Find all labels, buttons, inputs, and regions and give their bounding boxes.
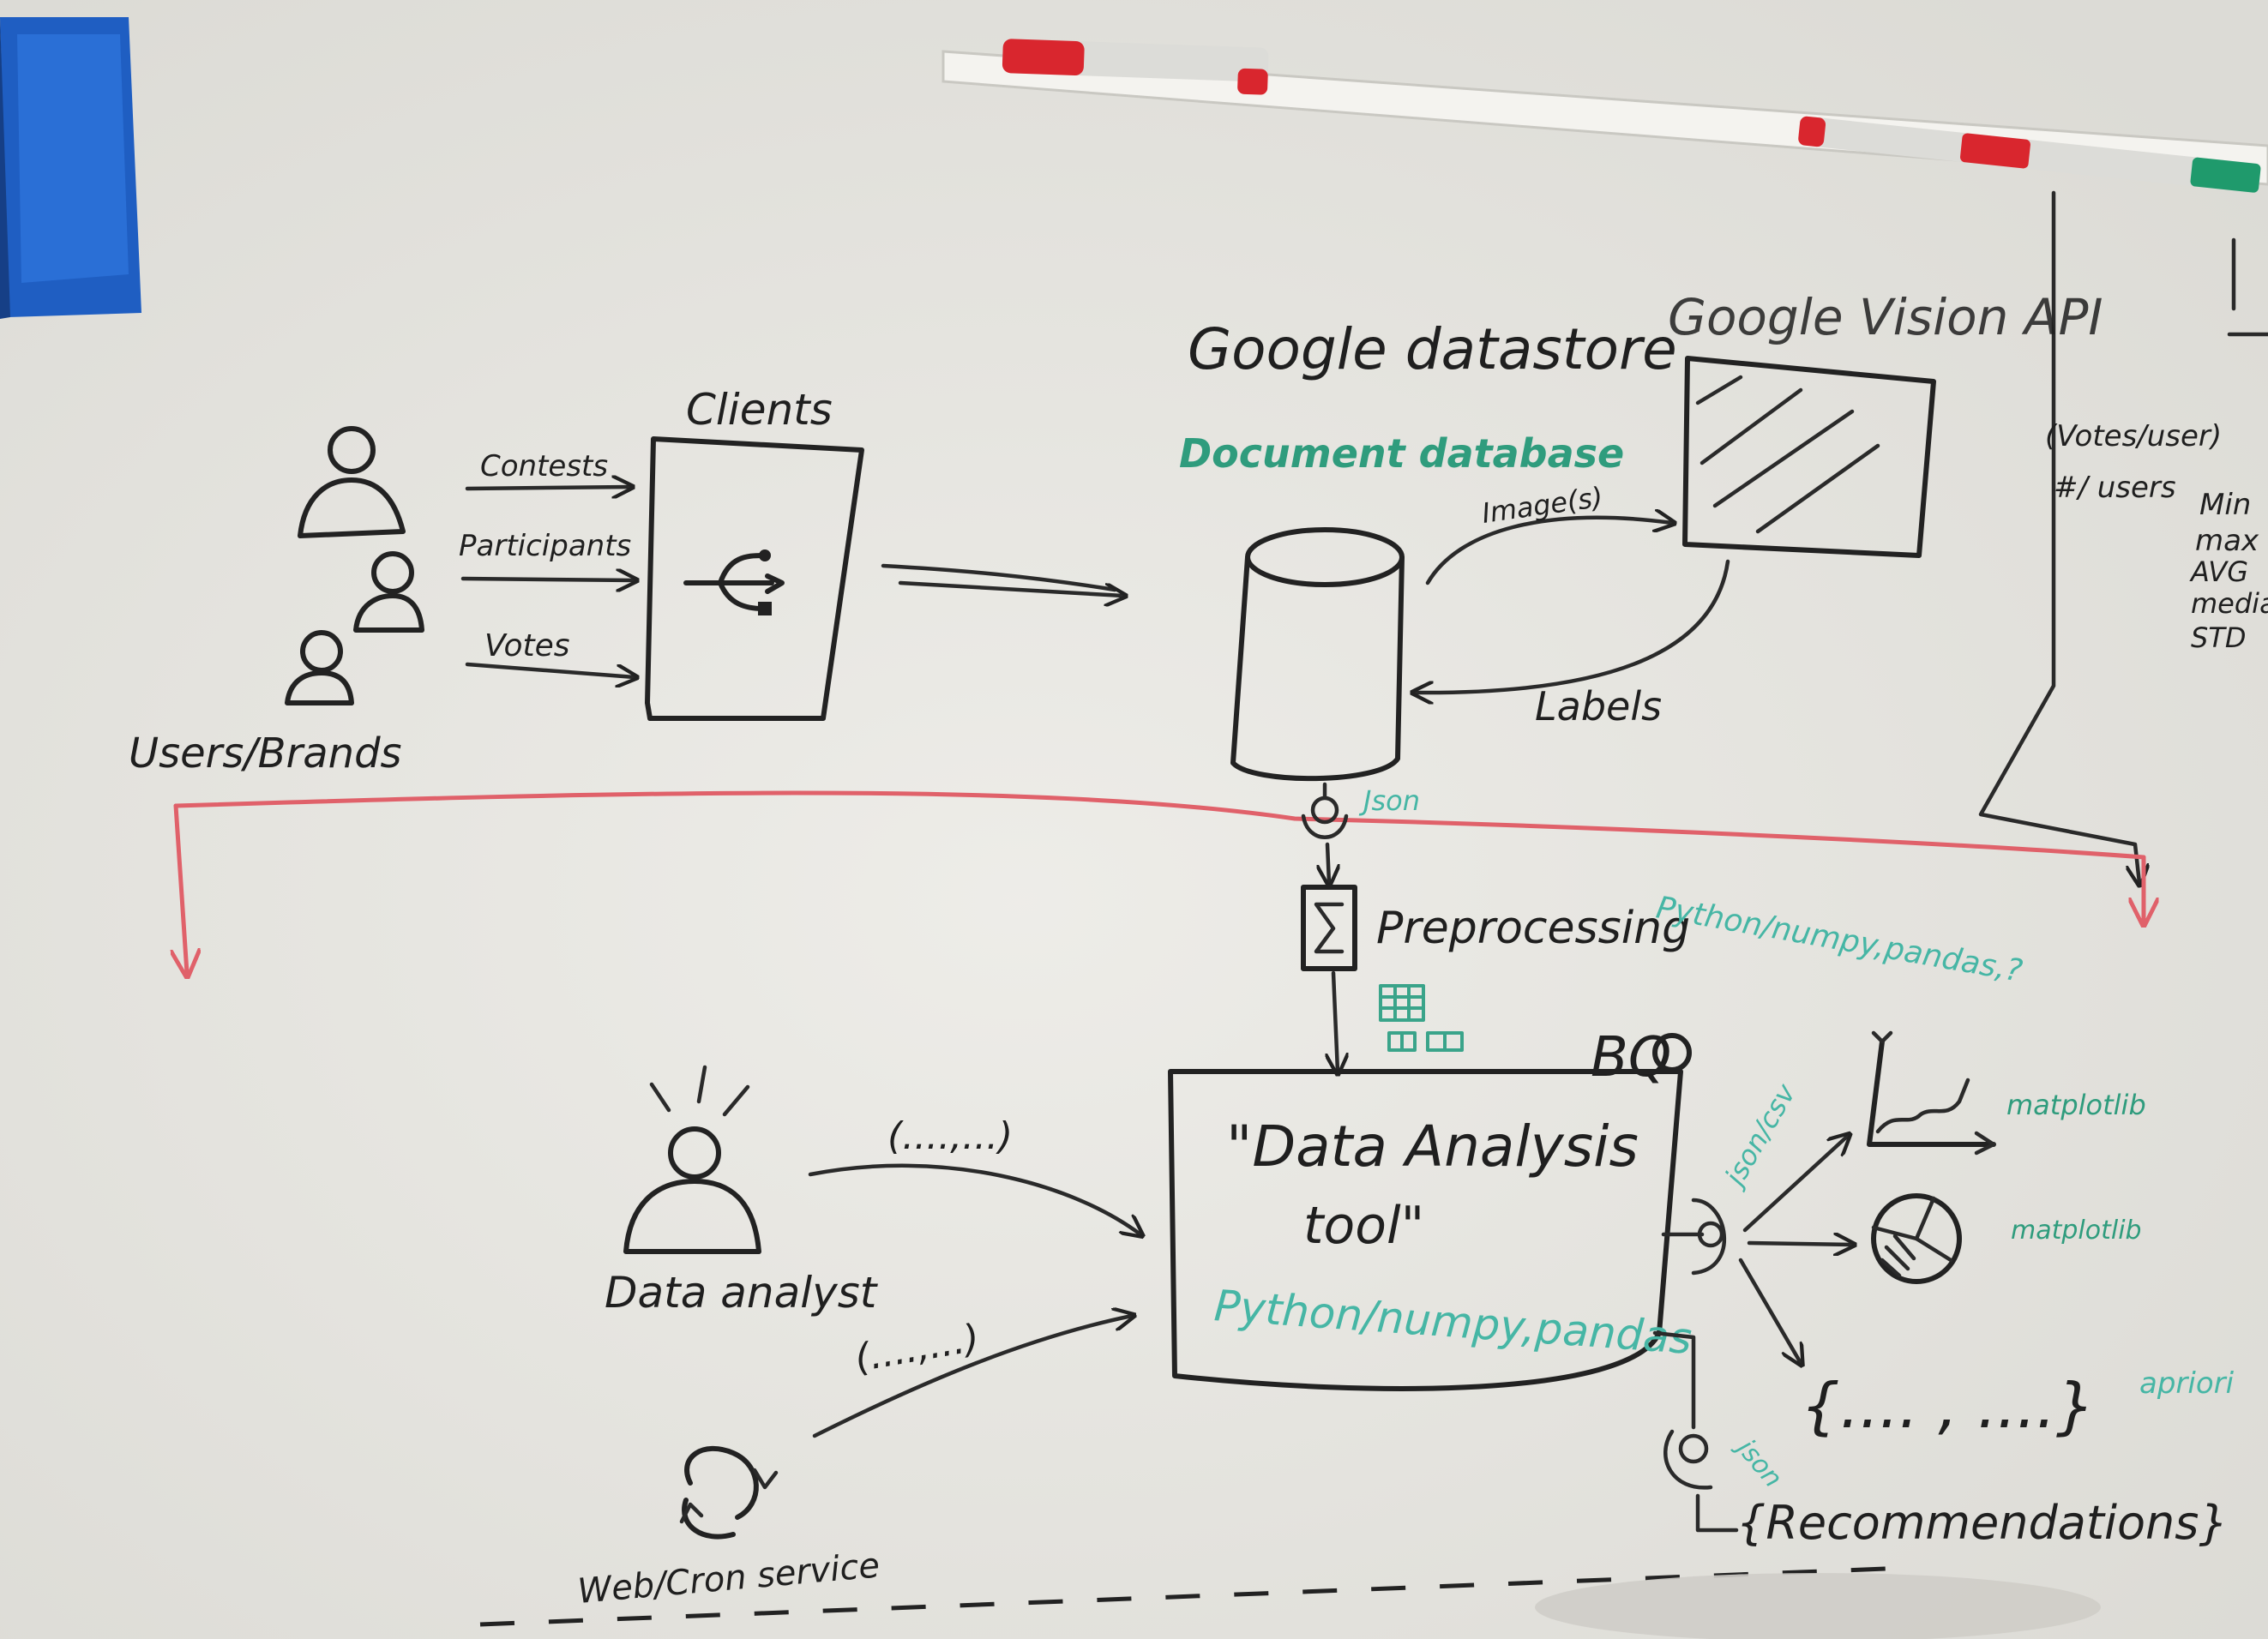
green-marker-icon[interactable]: [1797, 116, 2261, 193]
bq-label: BQ: [1591, 1026, 1671, 1090]
cron-arrow: [812, 1316, 1132, 1438]
datastore-subtitle: Document database: [1179, 430, 1624, 477]
users-to-clients-arrows: [460, 487, 635, 677]
svg-text:max: max: [2195, 524, 2259, 558]
json-label: Json: [1358, 784, 1420, 817]
data-analyst-icon: [623, 1065, 761, 1254]
output-connector-icon: [1661, 1198, 1726, 1276]
svg-text:AVG: AVG: [2189, 555, 2248, 588]
clients-box: [645, 436, 864, 721]
recommendation-connector-icon: [1652, 1330, 1739, 1533]
clients-to-datastore-arrow-1: [881, 563, 1117, 592]
red-left-arrow: [176, 803, 187, 973]
images-arrow: [1425, 518, 1672, 585]
refresh-cycle-icon: [679, 1446, 779, 1540]
analysis-tool-box: [1168, 1069, 1683, 1391]
line-chart-label: matplotlib: [2006, 1089, 2146, 1121]
contests-label: Contests: [480, 449, 608, 483]
database-cylinder-icon: [1230, 527, 1405, 782]
blue-magnet-icon: [0, 17, 141, 319]
pie-chart-label: matplotlib: [2011, 1216, 2142, 1246]
labels-arrow: [1415, 559, 1730, 693]
analysis-tool-title-1: "Data Analysis: [1226, 1114, 1639, 1180]
clients-label: Clients: [686, 385, 833, 435]
image-frame-icon: [1682, 356, 1936, 558]
side-note: (Votes/user) #/ users Min max AVG median…: [2045, 419, 2268, 654]
table-grid-icon: [1379, 984, 1464, 1052]
dashed-bottom-line: [479, 1566, 1887, 1627]
labels-label: Labels: [1535, 683, 1662, 729]
datastore-title: Google datastore: [1188, 316, 1677, 382]
apriori-set: {.... , ....}: [1801, 1370, 2095, 1442]
line-chart-icon: [1867, 1030, 1996, 1156]
redacted-patch: [1535, 1573, 2101, 1639]
red-marker-icon[interactable]: [1002, 39, 1269, 95]
svg-text:#/ users: #/ users: [2054, 471, 2176, 505]
preprocessing-label: Preprocessing: [1376, 903, 1690, 954]
votes-label: Votes: [484, 628, 570, 663]
users-group-icon: [285, 426, 424, 705]
vision-title: Google Vision API: [1668, 288, 2103, 346]
data-analyst-label: Data analyst: [605, 1268, 879, 1318]
red-boundary-line: [173, 790, 2146, 860]
participants-label: Participants: [459, 529, 631, 563]
apriori-label: apriori: [2139, 1366, 2235, 1401]
usb-icon: [683, 549, 785, 615]
analyst-arrow-label: (....,...): [887, 1114, 1013, 1158]
svg-text:STD: STD: [2191, 621, 2247, 654]
sigma-box-icon: [1301, 885, 1357, 971]
svg-text:(Votes/user): (Votes/user): [2045, 419, 2222, 453]
pie-chart-icon: [1871, 1193, 1962, 1284]
recommendations-label: {Recommendations}: [1736, 1496, 2229, 1550]
json-connector-icon: [1301, 782, 1349, 839]
clients-to-datastore-arrow-2: [898, 580, 1123, 596]
analyst-arrow: [808, 1163, 1140, 1234]
svg-text:Min: Min: [2199, 488, 2251, 522]
users-brands-label: Users/Brands: [129, 729, 402, 777]
svg-text:median: median: [2191, 587, 2268, 620]
analysis-tool-title-2: tool": [1303, 1196, 1424, 1256]
